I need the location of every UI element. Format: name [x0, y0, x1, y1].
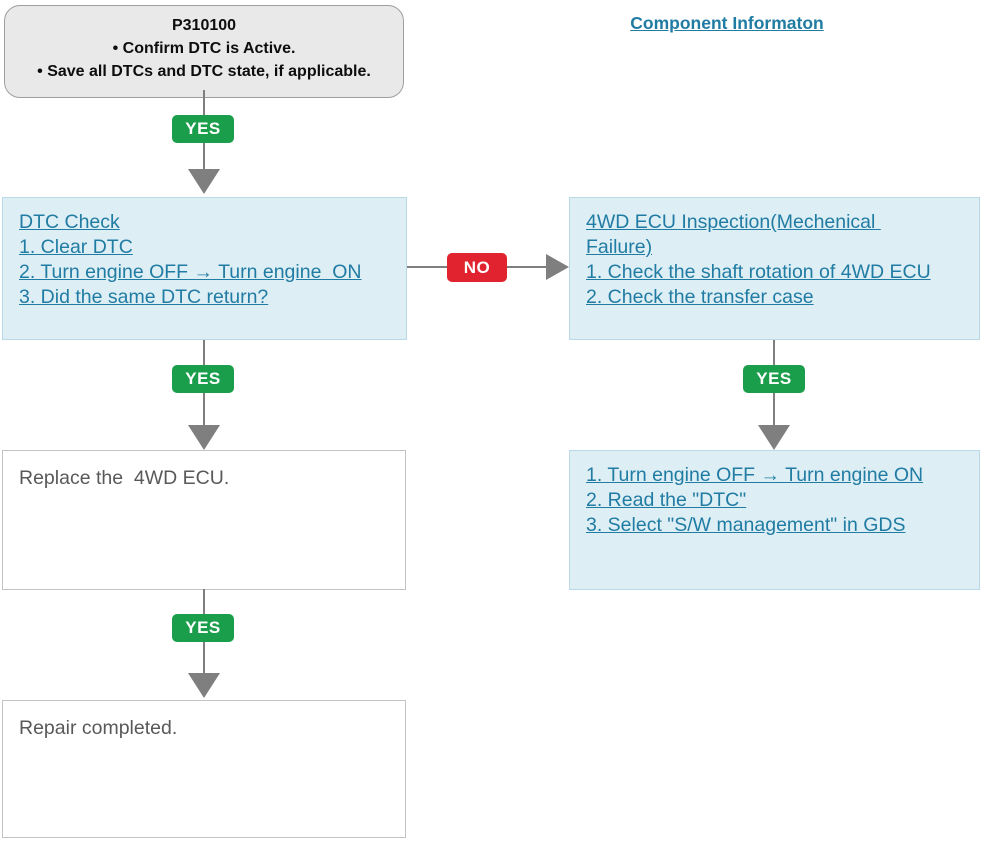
arrow-down-icon — [188, 169, 220, 194]
link-engine-off-on[interactable]: 2. Turn engine OFF → Turn engine ON — [19, 261, 362, 283]
gds-steps-box: 1. Turn engine OFF → Turn engine ON 2. R… — [569, 450, 980, 590]
yes-badge: YES — [172, 365, 234, 393]
inspection-box: 4WD ECU Inspection(Mechenical Failure) 1… — [569, 197, 980, 340]
component-information-link[interactable]: Component Informaton — [630, 13, 824, 33]
replace-ecu-text: Replace the 4WD ECU. — [19, 467, 230, 489]
replace-ecu-box: Replace the 4WD ECU. — [2, 450, 406, 590]
repair-completed-text: Repair completed. — [19, 717, 178, 739]
yes-badge: YES — [172, 614, 234, 642]
arrow-down-icon — [188, 425, 220, 450]
start-bullet-save-dtcs: • Save all DTCs and DTC state, if applic… — [37, 63, 371, 80]
link-select-sw-management[interactable]: 3. Select "S/W management" in GDS — [586, 514, 906, 536]
yes-badge: YES — [172, 115, 234, 143]
repair-completed-box: Repair completed. — [2, 700, 406, 838]
link-dtc-check[interactable]: DTC Check — [19, 211, 120, 233]
start-bullet-confirm-dtc: • Confirm DTC is Active. — [112, 40, 296, 57]
link-4wd-ecu-inspection[interactable]: 4WD ECU Inspection(Mechenical Failure) — [586, 211, 881, 258]
arrow-down-icon — [758, 425, 790, 450]
arrow-right-icon — [546, 254, 569, 280]
yes-badge: YES — [743, 365, 805, 393]
dtc-check-box: DTC Check 1. Clear DTC 2. Turn engine OF… — [2, 197, 407, 340]
start-box: P310100 • Confirm DTC is Active. • Save … — [4, 5, 404, 98]
link-read-dtc[interactable]: 2. Read the "DTC" — [586, 489, 747, 511]
link-check-transfer-case[interactable]: 2. Check the transfer case — [586, 286, 814, 308]
dtc-code-title: P310100 — [171, 17, 237, 34]
link-clear-dtc[interactable]: 1. Clear DTC — [19, 236, 133, 258]
link-check-shaft-rotation[interactable]: 1. Check the shaft rotation of 4WD ECU — [586, 261, 931, 283]
link-turn-engine-off-on[interactable]: 1. Turn engine OFF → Turn engine ON — [586, 464, 924, 486]
link-same-dtc-return[interactable]: 3. Did the same DTC return? — [19, 286, 269, 308]
no-badge: NO — [447, 253, 507, 282]
arrow-down-icon — [188, 673, 220, 698]
